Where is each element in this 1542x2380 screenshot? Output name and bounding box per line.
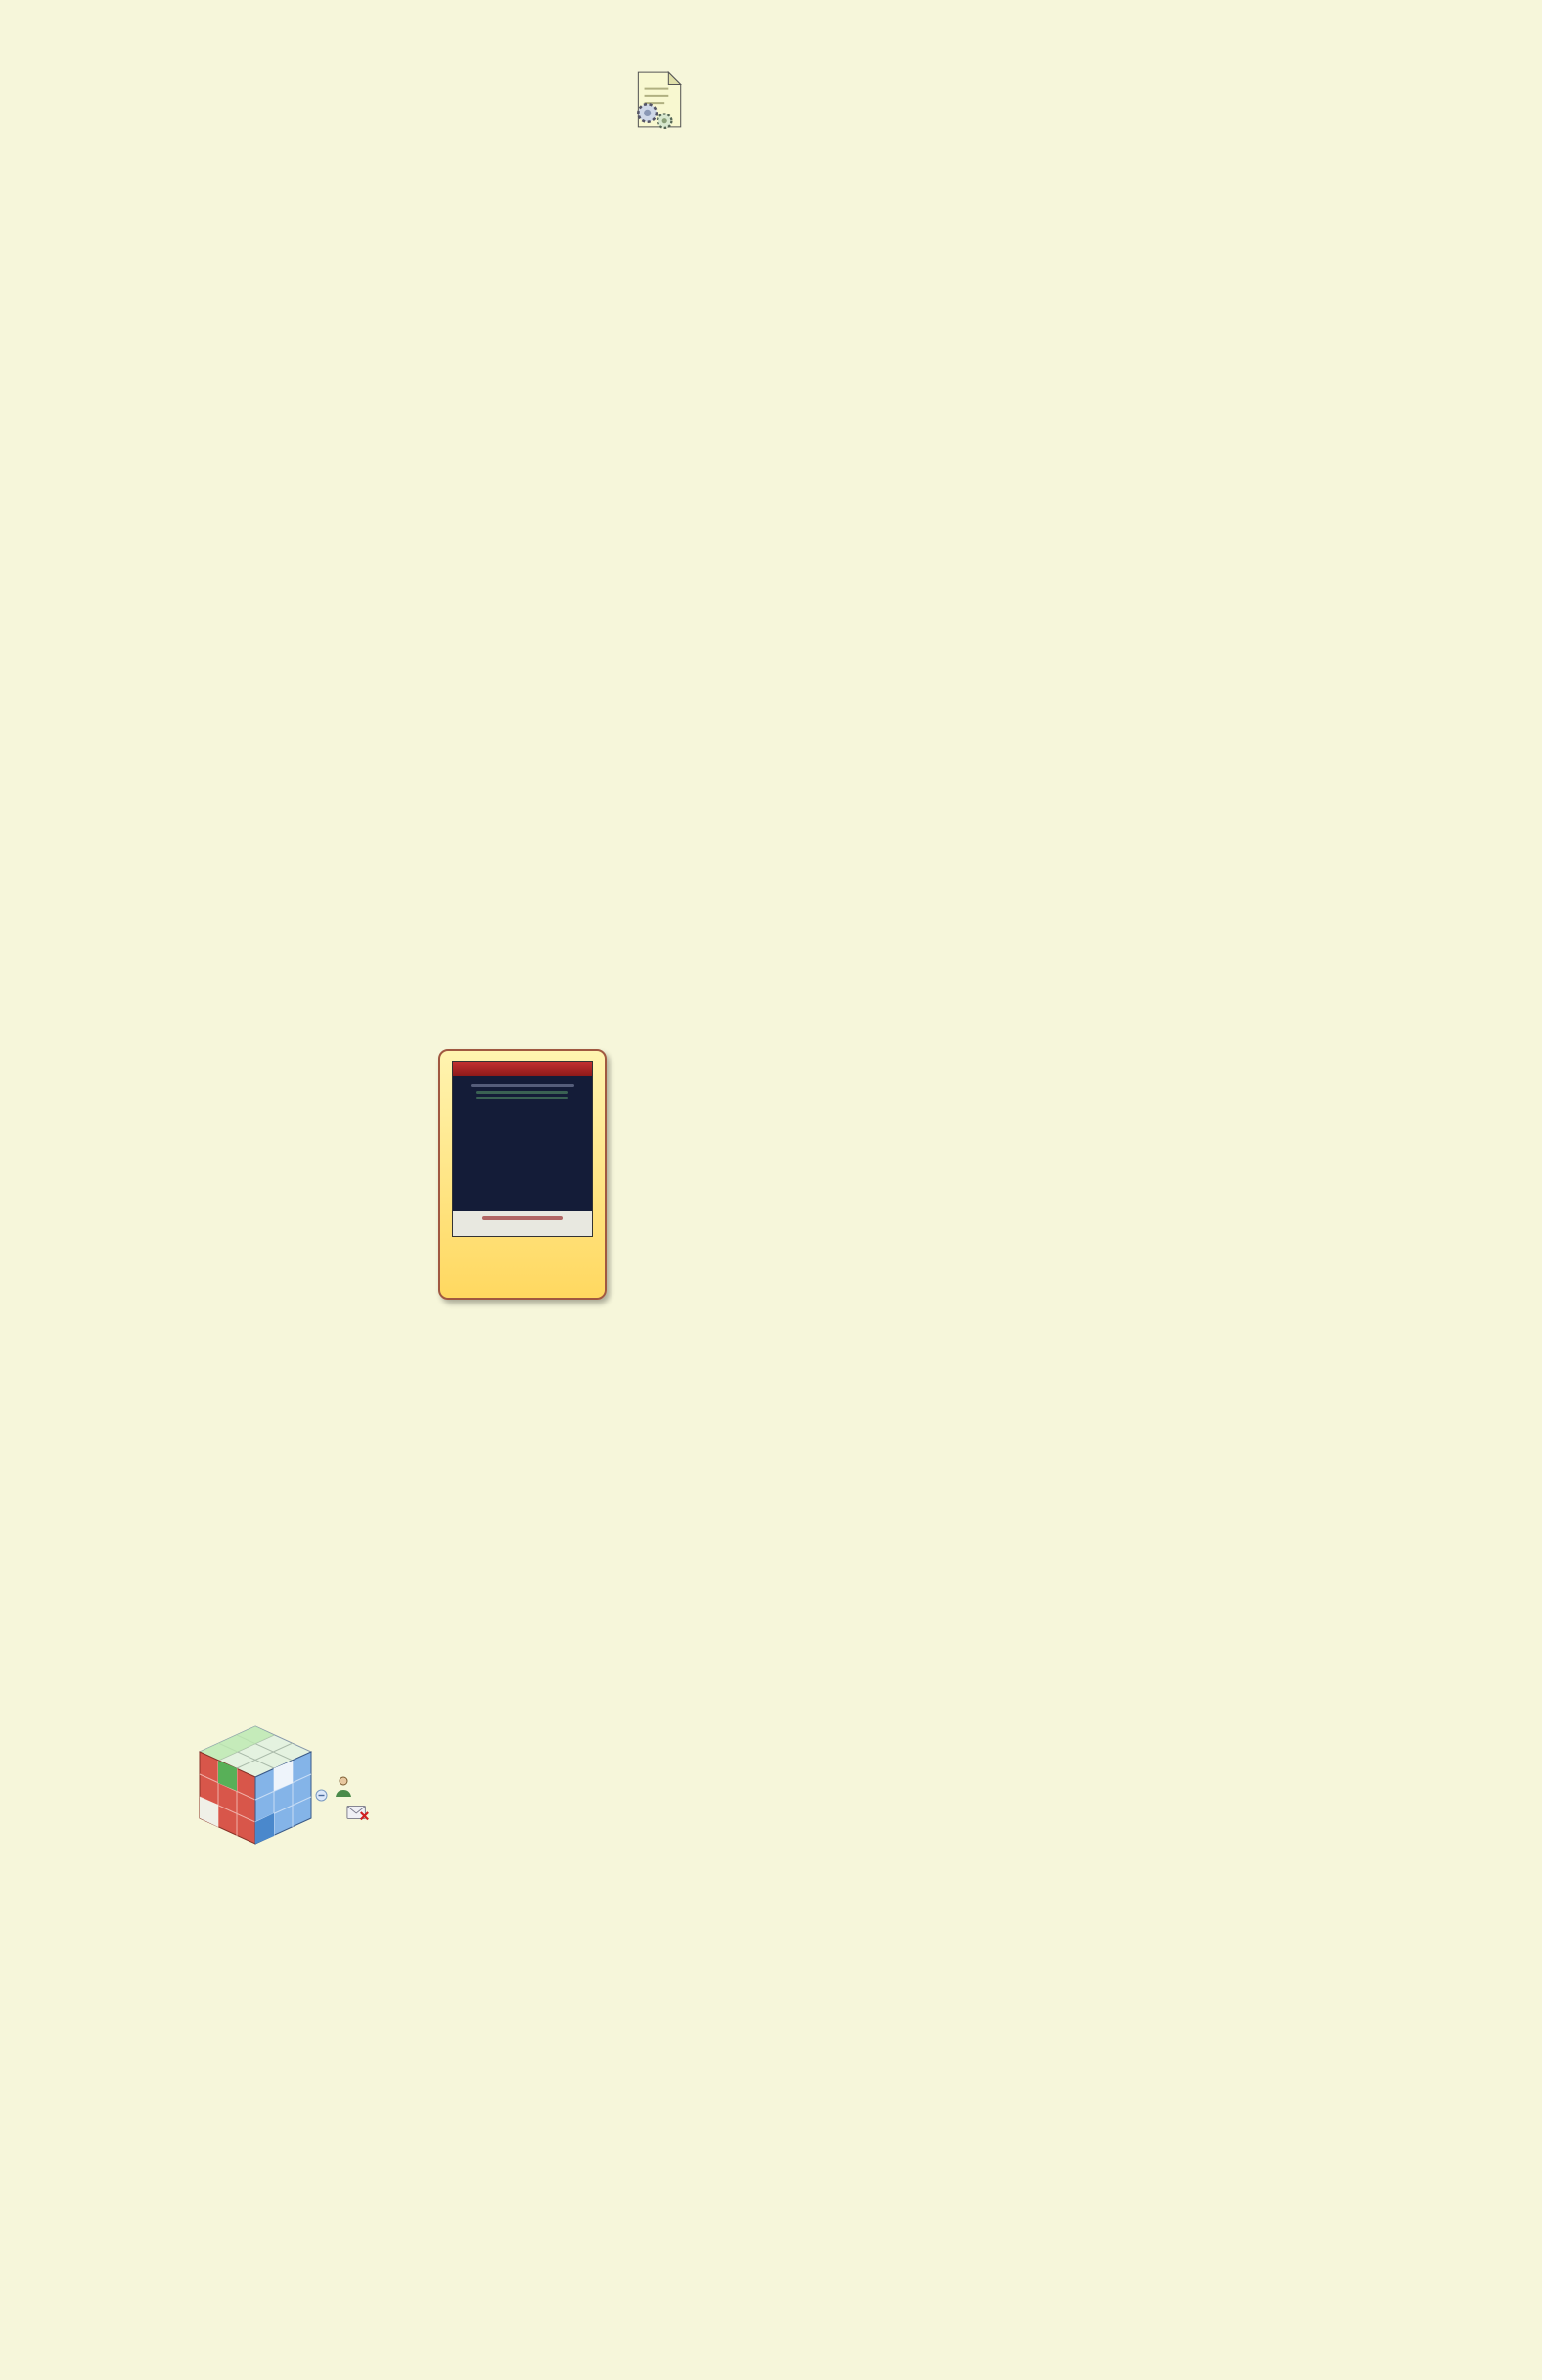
- cover-text-bar: [476, 1096, 568, 1099]
- studio-signature: [333, 1775, 450, 1827]
- book-cover-top-band: [453, 1062, 592, 1076]
- studio-person-icon: [333, 1775, 354, 1799]
- cube-graphic: [186, 1720, 325, 1860]
- book-cover: [452, 1061, 593, 1237]
- cover-text-bar: [482, 1216, 563, 1220]
- cover-text-bar: [471, 1084, 574, 1087]
- cover-author-strip: [453, 1211, 592, 1236]
- link-dot-icon: [315, 1789, 328, 1807]
- central-topic-book[interactable]: [438, 1049, 607, 1300]
- email-envelope-icon[interactable]: [346, 1803, 450, 1827]
- document-gears-icon: [630, 69, 687, 136]
- cover-text-bar: [476, 1091, 568, 1094]
